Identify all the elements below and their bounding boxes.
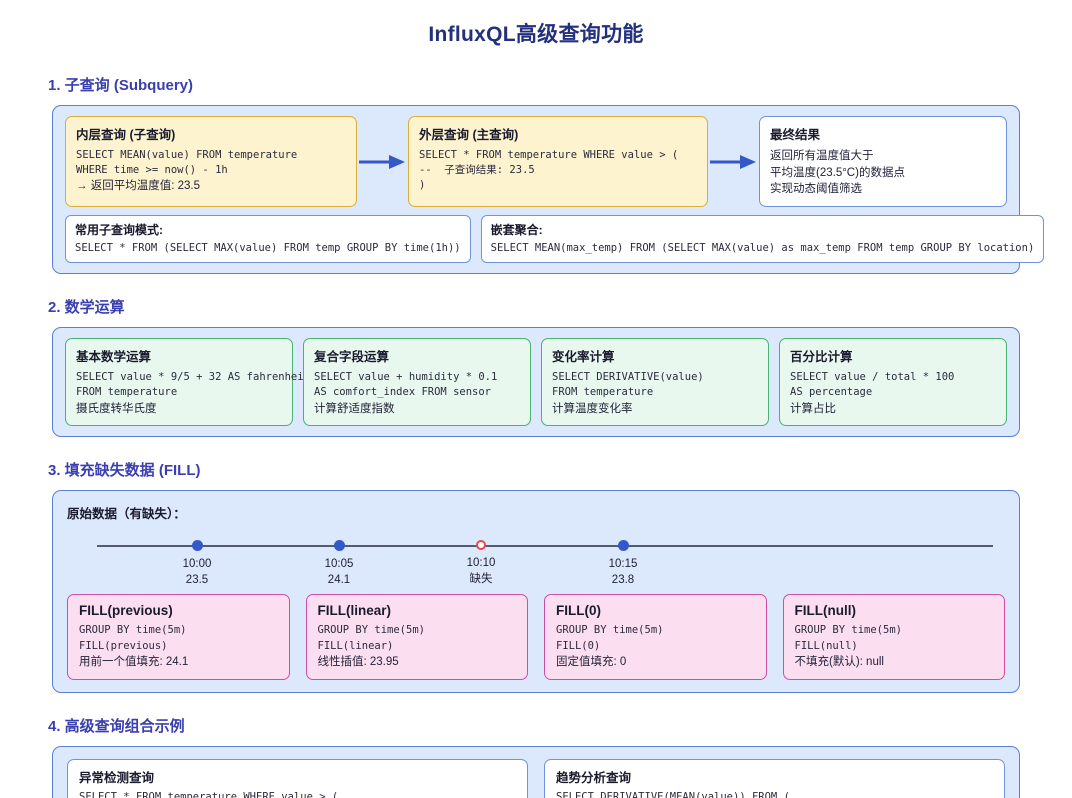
advanced-card-code: SELECT DERIVATIVE(MEAN(value)) FROM ( SE… [556, 790, 993, 798]
timeline-missing-dot-icon [476, 540, 486, 550]
timeline-point: 10:00 23.5 [137, 536, 257, 588]
fill-card-title: FILL(previous) [79, 603, 278, 618]
fill-card-code: GROUP BY time(5m) FILL(previous) [79, 623, 278, 653]
outer-query-title: 外层查询 (主查询) [419, 124, 697, 143]
math-card-code: SELECT value + humidity * 0.1 AS comfort… [314, 370, 520, 400]
nested-agg-box: 嵌套聚合: SELECT MEAN(max_temp) FROM (SELECT… [481, 215, 1045, 263]
section-heading-fill: 3. 填充缺失数据 (FILL) [48, 459, 1048, 480]
timeline-point-missing: 10:10 缺失 [421, 536, 541, 587]
timeline-point: 10:05 24.1 [279, 536, 399, 588]
advanced-card: 异常检测查询 SELECT * FROM temperature WHERE v… [67, 759, 528, 798]
fill-card-note: 不填充(默认): null [795, 654, 994, 671]
timeline-value: 24.1 [279, 573, 399, 589]
math-card-code: SELECT value / total * 100 AS percentage [790, 370, 996, 400]
outer-query-code: SELECT * FROM temperature WHERE value > … [419, 148, 697, 194]
final-result-title: 最终结果 [770, 124, 996, 143]
timeline-dot-icon [334, 540, 345, 551]
section-heading-subquery: 1. 子查询 (Subquery) [48, 74, 1048, 95]
timeline-value: 缺失 [421, 572, 541, 588]
nested-agg-code: SELECT MEAN(max_temp) FROM (SELECT MAX(v… [491, 241, 1035, 256]
math-card-row: 基本数学运算 SELECT value * 9/5 + 32 AS fahren… [65, 338, 1007, 426]
timeline-time: 10:00 [137, 557, 257, 573]
inner-query-code: SELECT MEAN(value) FROM temperature WHER… [76, 148, 346, 178]
common-patterns-code: SELECT * FROM (SELECT MAX(value) FROM te… [75, 241, 461, 256]
inner-query-card: 内层查询 (子查询) SELECT MEAN(value) FROM tempe… [65, 116, 357, 207]
timeline-value: 23.8 [563, 573, 683, 589]
advanced-card-code: SELECT * FROM temperature WHERE value > … [79, 790, 516, 798]
timeline-dot-icon [192, 540, 203, 551]
section-heading-math: 2. 数学运算 [48, 296, 1048, 317]
math-card: 复合字段运算 SELECT value + humidity * 0.1 AS … [303, 338, 531, 426]
timeline-time: 10:10 [421, 556, 541, 572]
subquery-panel: 内层查询 (子查询) SELECT MEAN(value) FROM tempe… [52, 105, 1020, 274]
fill-card-title: FILL(null) [795, 603, 994, 618]
common-patterns-box: 常用子查询模式: SELECT * FROM (SELECT MAX(value… [65, 215, 471, 263]
fill-card-code: GROUP BY time(5m) FILL(0) [556, 623, 755, 653]
fill-card: FILL(0) GROUP BY time(5m) FILL(0) 固定值填充:… [544, 594, 767, 680]
final-result-card: 最终结果 返回所有温度值大于 平均温度(23.5°C)的数据点 实现动态阈值筛选 [759, 116, 1007, 207]
inner-query-note: → 返回平均温度值: 23.5 [76, 178, 346, 195]
timeline-time: 10:15 [563, 557, 683, 573]
math-card-title: 复合字段运算 [314, 346, 520, 365]
math-panel: 基本数学运算 SELECT value * 9/5 + 32 AS fahren… [52, 327, 1020, 437]
math-card-title: 百分比计算 [790, 346, 996, 365]
math-card-code: SELECT value * 9/5 + 32 AS fahrenheit FR… [76, 370, 282, 400]
outer-query-card: 外层查询 (主查询) SELECT * FROM temperature WHE… [408, 116, 708, 207]
timeline-dot-icon [618, 540, 629, 551]
timeline-point: 10:15 23.8 [563, 536, 683, 588]
nested-agg-title: 嵌套聚合: [491, 221, 1035, 238]
math-card-code: SELECT DERIVATIVE(value) FROM temperatur… [552, 370, 758, 400]
math-card-note: 计算温度变化率 [552, 401, 758, 418]
math-card-title: 变化率计算 [552, 346, 758, 365]
final-result-note: 返回所有温度值大于 平均温度(23.5°C)的数据点 实现动态阈值筛选 [770, 148, 996, 198]
math-card: 变化率计算 SELECT DERIVATIVE(value) FROM temp… [541, 338, 769, 426]
raw-data-label: 原始数据（有缺失）： [67, 503, 1005, 522]
subquery-extra-row: 常用子查询模式: SELECT * FROM (SELECT MAX(value… [65, 215, 1007, 263]
fill-card-code: GROUP BY time(5m) FILL(null) [795, 623, 994, 653]
math-card-note: 计算舒适度指数 [314, 401, 520, 418]
timeline: 10:00 23.5 10:05 24.1 10:10 缺失 10:15 23.… [71, 536, 1001, 588]
page-title: InfluxQL高级查询功能 [24, 18, 1048, 48]
math-card-note: 摄氏度转华氏度 [76, 401, 282, 418]
advanced-card-title: 异常检测查询 [79, 767, 516, 786]
advanced-card-title: 趋势分析查询 [556, 767, 993, 786]
subquery-flow: 内层查询 (子查询) SELECT MEAN(value) FROM tempe… [65, 116, 1007, 207]
fill-panel: 原始数据（有缺失）： 10:00 23.5 10:05 24.1 10:10 缺… [52, 490, 1020, 693]
inner-query-title: 内层查询 (子查询) [76, 124, 346, 143]
advanced-card-row: 异常检测查询 SELECT * FROM temperature WHERE v… [67, 759, 1005, 798]
math-card: 基本数学运算 SELECT value * 9/5 + 32 AS fahren… [65, 338, 293, 426]
fill-card-note: 固定值填充: 0 [556, 654, 755, 671]
fill-card-note: 用前一个值填充: 24.1 [79, 654, 278, 671]
fill-card-note: 线性插值: 23.95 [318, 654, 517, 671]
arrow-right-icon [357, 116, 408, 207]
section-heading-advanced: 4. 高级查询组合示例 [48, 715, 1048, 736]
math-card-note: 计算占比 [790, 401, 996, 418]
arrow-right-icon-2 [708, 116, 759, 207]
fill-card-row: FILL(previous) GROUP BY time(5m) FILL(pr… [67, 594, 1005, 680]
fill-card: FILL(null) GROUP BY time(5m) FILL(null) … [783, 594, 1006, 680]
fill-card-code: GROUP BY time(5m) FILL(linear) [318, 623, 517, 653]
common-patterns-title: 常用子查询模式: [75, 221, 461, 238]
fill-card-title: FILL(linear) [318, 603, 517, 618]
page-root: InfluxQL高级查询功能 1. 子查询 (Subquery) 内层查询 (子… [0, 18, 1072, 798]
timeline-time: 10:05 [279, 557, 399, 573]
fill-card: FILL(previous) GROUP BY time(5m) FILL(pr… [67, 594, 290, 680]
fill-card-title: FILL(0) [556, 603, 755, 618]
advanced-card: 趋势分析查询 SELECT DERIVATIVE(MEAN(value)) FR… [544, 759, 1005, 798]
math-card: 百分比计算 SELECT value / total * 100 AS perc… [779, 338, 1007, 426]
fill-card: FILL(linear) GROUP BY time(5m) FILL(line… [306, 594, 529, 680]
advanced-panel: 异常检测查询 SELECT * FROM temperature WHERE v… [52, 746, 1020, 798]
math-card-title: 基本数学运算 [76, 346, 282, 365]
timeline-value: 23.5 [137, 573, 257, 589]
